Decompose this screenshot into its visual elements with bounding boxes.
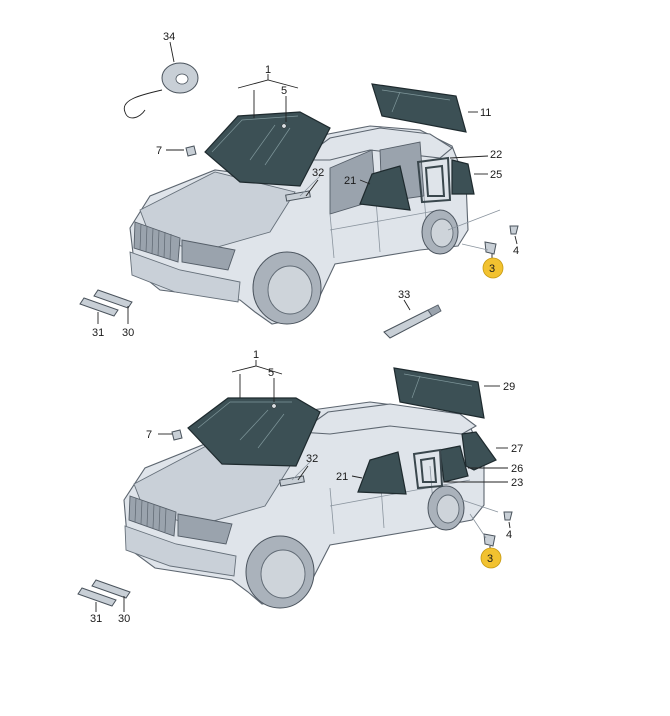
bottom-part-4: [503, 511, 513, 521]
bottom-rear-window: [393, 367, 485, 419]
callout-bottom-21: 21: [336, 471, 348, 483]
callout-top-33: 33: [398, 289, 410, 301]
callout-bottom-29: 29: [503, 381, 515, 393]
callout-bottom-31: 31: [90, 613, 102, 625]
bottom-part-32: [279, 475, 305, 487]
callout-top-30: 30: [122, 327, 134, 339]
top-part-34-reel: [123, 62, 199, 119]
top-windscreen-reflection: [211, 115, 299, 166]
top-part-32: [285, 190, 311, 202]
bottom-car-bumper: [124, 525, 237, 577]
callout-top-1: 1: [265, 64, 271, 76]
bottom-car-roof: [298, 403, 477, 435]
callout-top-22: 22: [490, 149, 502, 161]
callout-top-21: 21: [344, 175, 356, 187]
bottom-car-headlight: [177, 513, 233, 545]
top-leaders: [97, 41, 518, 324]
callout-top-25: 25: [490, 169, 502, 181]
callout-bottom-23: 23: [511, 477, 523, 489]
top-rear-window-reflection: [381, 89, 451, 113]
callout-bottom-32: 32: [306, 453, 318, 465]
bottom-sensor-dot: [271, 403, 277, 409]
bottom-door-glass: [357, 451, 407, 495]
bottom-leaders: [95, 360, 511, 612]
top-rear-rim: [430, 218, 454, 248]
callout-bottom-3-highlight: [480, 547, 502, 569]
top-grille-slats: [139, 223, 172, 261]
callout-bottom-1: 1: [253, 349, 259, 361]
top-car-bumper: [129, 251, 241, 303]
bottom-rear-rim: [436, 494, 460, 524]
top-rear-window: [371, 83, 467, 133]
callout-bottom-5: 5: [268, 367, 274, 379]
bottom-grille-slats: [134, 497, 167, 533]
callout-top-32: 32: [312, 167, 324, 179]
top-window-frame: [416, 156, 452, 204]
callout-top-11: 11: [480, 107, 491, 119]
bottom-assembly: 1 5 29 7 32 27 21 26 23 4 3 31 30: [77, 349, 523, 625]
top-door-lines: [329, 195, 441, 259]
callout-bottom-7: 7: [146, 429, 152, 441]
callout-bottom-27: 27: [511, 443, 523, 455]
callout-bottom-30: 30: [118, 613, 130, 625]
bottom-windscreen: [187, 397, 321, 467]
bottom-car-grille: [128, 495, 177, 537]
top-part-33-tube: [383, 309, 433, 339]
callout-bottom-26: 26: [511, 463, 523, 475]
callout-bottom-4: 4: [506, 529, 512, 541]
callout-top-7: 7: [156, 145, 162, 157]
top-car-headlight: [181, 239, 236, 271]
top-windscreen: [204, 111, 331, 187]
top-part-31: [79, 297, 119, 317]
top-sensor-dot: [281, 123, 287, 129]
bottom-rear-window-reflection: [403, 373, 473, 399]
callout-bottom-3: 3: [487, 553, 493, 565]
top-front-rim: [267, 265, 313, 315]
callout-top-5: 5: [281, 85, 287, 97]
bottom-window-frame: [412, 448, 444, 490]
bottom-rear-door-glass: [439, 445, 469, 483]
bottom-part-30: [91, 579, 131, 599]
bottom-front-rim: [260, 549, 306, 599]
callout-top-34: 34: [163, 31, 175, 43]
top-door-glass: [359, 165, 411, 211]
top-part-7: [185, 145, 197, 157]
top-assembly: 34 1 5 11 7 32 22 21 25 4 3 33 31 30: [79, 31, 519, 339]
bottom-rear-side-glass: [461, 431, 497, 471]
top-part-3: [484, 241, 497, 255]
bottom-guide-lines: [291, 461, 499, 539]
bottom-windscreen-reflection: [197, 401, 292, 449]
callout-top-3: 3: [489, 263, 495, 275]
top-part-33-cap: [427, 304, 442, 317]
top-guide-lines: [299, 175, 501, 251]
callout-top-4: 4: [513, 245, 519, 257]
top-quarter-glass: [451, 159, 475, 195]
callout-top-3-highlight: [482, 257, 504, 279]
bottom-part-31: [77, 587, 117, 607]
bottom-part-7: [171, 429, 183, 441]
bottom-part-3: [483, 533, 496, 547]
callout-top-31: 31: [92, 327, 104, 339]
bottom-door-lines: [329, 465, 471, 535]
top-part-4: [509, 225, 519, 235]
